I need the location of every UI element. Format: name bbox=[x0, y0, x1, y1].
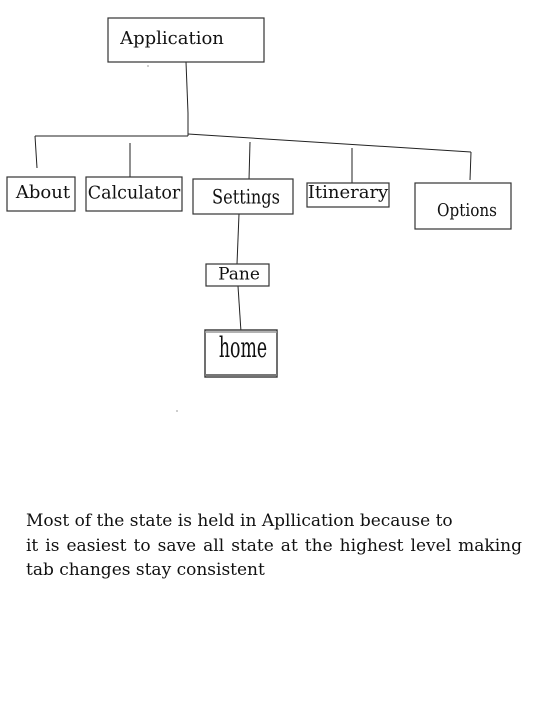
node-application-label: Application bbox=[119, 28, 224, 49]
node-options: Options bbox=[414, 182, 512, 230]
node-calculator-label: Calculator bbox=[88, 184, 181, 204]
node-options-label: Options bbox=[437, 200, 497, 220]
node-settings-label: Settings bbox=[212, 186, 280, 209]
edge-to-about bbox=[34, 135, 38, 169]
edge-application-down bbox=[185, 61, 189, 114]
edge-right-bus bbox=[187, 133, 472, 153]
edge-to-options bbox=[469, 151, 472, 181]
node-home-label: home bbox=[219, 333, 267, 364]
tree-edges bbox=[34, 61, 472, 333]
node-settings: Settings bbox=[192, 178, 294, 215]
edge-settings-to-pane bbox=[236, 213, 240, 265]
node-itinerary: Itinerary bbox=[306, 182, 390, 208]
node-itinerary-label: Itinerary bbox=[308, 182, 389, 203]
stray-dot bbox=[176, 410, 178, 412]
caption-line-1: Most of the state is held in Apllication… bbox=[26, 511, 453, 531]
stray-dot bbox=[147, 65, 149, 67]
node-pane: Pane bbox=[205, 263, 270, 287]
node-calculator: Calculator bbox=[85, 176, 183, 212]
edge-to-settings bbox=[248, 141, 251, 181]
node-about: About bbox=[6, 176, 76, 212]
caption-line-3: tab changes stay consistent bbox=[26, 560, 265, 580]
node-about-label: About bbox=[15, 182, 71, 203]
component-tree-diagram: Application About Calculator Settings It… bbox=[6, 17, 512, 412]
node-home: home bbox=[204, 329, 278, 378]
node-application: Application bbox=[107, 17, 265, 63]
edge-pane-to-home bbox=[237, 285, 242, 333]
caption-line-2: it is easiest to save all state at the h… bbox=[26, 535, 522, 556]
node-pane-label: Pane bbox=[218, 265, 260, 285]
caption-note: Most of the state is held in Apllication… bbox=[26, 509, 522, 583]
